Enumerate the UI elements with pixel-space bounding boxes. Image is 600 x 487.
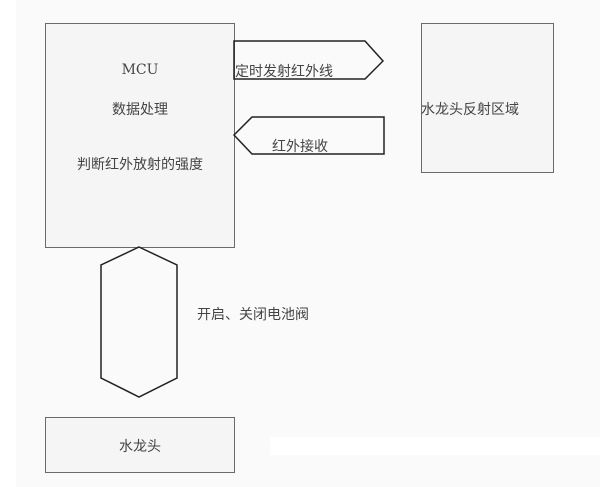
receive-arrow <box>232 116 385 155</box>
send-label: 定时发射红外线 <box>235 64 333 80</box>
valve-label: 开启、关闭电池阀 <box>197 307 309 323</box>
mcu-line1: 数据处理 <box>112 102 168 118</box>
mcu-box <box>45 23 235 248</box>
white-strip <box>270 437 600 455</box>
reflect-area-box <box>421 23 554 173</box>
valve-arrow <box>100 246 178 398</box>
reflect-area-label: 水龙头反射区域 <box>421 102 519 118</box>
receive-label: 红外接收 <box>272 139 328 155</box>
send-arrow <box>233 40 385 80</box>
mcu-title: MCU <box>121 62 159 78</box>
mcu-line2: 判断红外放射的强度 <box>77 157 203 173</box>
faucet-box <box>45 417 235 473</box>
faucet-label: 水龙头 <box>119 439 161 455</box>
